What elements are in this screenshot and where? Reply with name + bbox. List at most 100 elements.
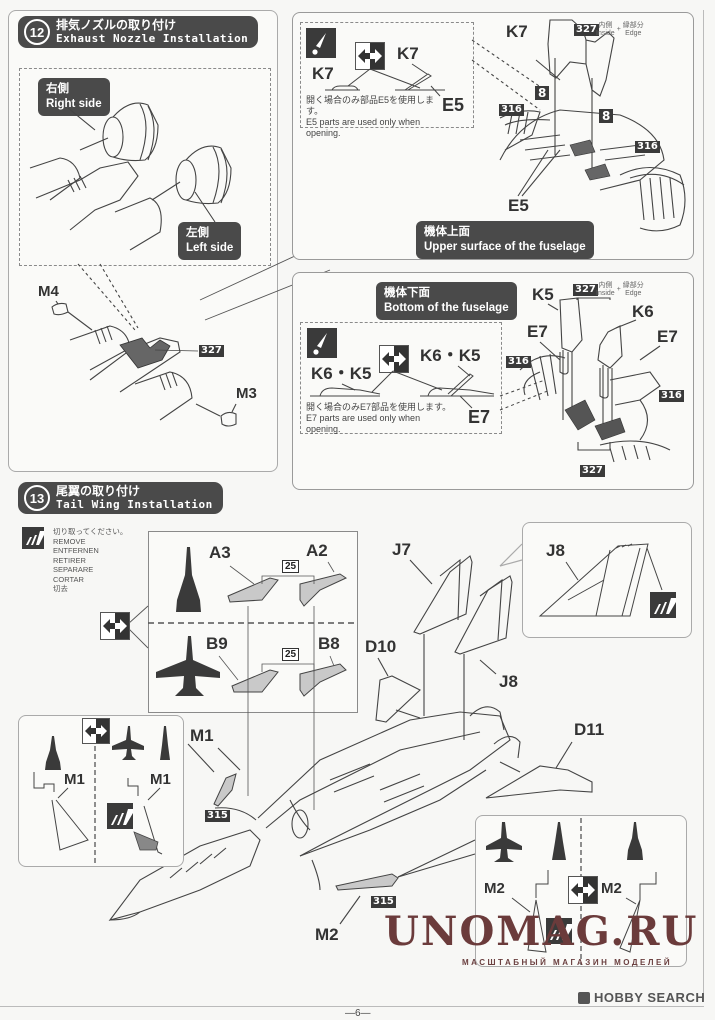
- step13-number: 13: [24, 485, 50, 511]
- left-side-label: 左側 Left side: [178, 222, 242, 260]
- upper-inside-en: Inside: [596, 30, 615, 37]
- code-315-m2: 315: [371, 896, 396, 908]
- remove-icon-m2: [546, 918, 572, 944]
- part-m3-label: M3: [236, 385, 257, 402]
- upper-inside-jp: 内側: [598, 22, 613, 29]
- e5-note-jp: 開く場合のみ部品E5を使用します。: [306, 95, 435, 116]
- nozzle-drawing: [29, 102, 421, 427]
- remove-es: CORTAR: [53, 574, 84, 584]
- right-side-en: Right side: [46, 98, 102, 110]
- remove-de: ENTFERNEN: [53, 546, 99, 555]
- hobby-search-brand: HOBBY SEARCH: [594, 990, 706, 1005]
- e7-left-label: E7: [527, 322, 548, 341]
- a2-label: A2: [306, 541, 328, 560]
- upper-plus: +: [616, 26, 621, 33]
- bottom-fuselage-en: Bottom of the fuselage: [384, 302, 509, 314]
- option-arrows-icon-5: [568, 876, 598, 904]
- e7-note-jp: 開く場合のみE7部品を使用します。: [306, 402, 452, 412]
- color-code-327: 327: [199, 345, 224, 357]
- step13-title-jp: 尾翼の取り付け: [56, 484, 141, 498]
- nozzle-detail-box: [19, 68, 271, 266]
- k7-open-label: K7: [397, 44, 419, 63]
- option-arrows-icon-2: [379, 345, 409, 373]
- k6k5-detail-box: [300, 322, 502, 434]
- part-m4-label: M4: [38, 283, 59, 300]
- upper-code-327: 327: [574, 24, 599, 36]
- bottom-edge-en: Edge: [625, 290, 642, 297]
- remove-legend: 切り取ってください。 REMOVE ENTFERNEN RETIRER SEPA…: [53, 527, 127, 594]
- bottom-inside-jp: 内側: [598, 282, 613, 289]
- bottom-code-316-right: 316: [659, 390, 684, 402]
- remove-jp: 切り取ってください。: [53, 527, 128, 536]
- remove-icon-j8: [650, 592, 676, 618]
- upper-surface-en: Upper surface of the fuselage: [424, 241, 586, 253]
- k6k5-open-label: K6・K5: [420, 346, 481, 365]
- k5-label: K5: [532, 285, 554, 304]
- right-side-jp: 右側: [46, 83, 69, 95]
- bottom-code-327-bottom: 327: [580, 465, 605, 477]
- step13-title-en: Tail Wing Installation: [56, 498, 213, 511]
- remove-it: SEPARARE: [53, 565, 94, 574]
- e7-right-label: E7: [657, 327, 678, 346]
- code-25-bottom: 25: [282, 648, 300, 661]
- remove-zh: 切去: [53, 584, 68, 593]
- m1-main-label: M1: [190, 726, 214, 745]
- upper-code-8b: 8: [599, 109, 614, 123]
- bottom-edge-jp: 縁部分: [622, 282, 644, 289]
- m2-left-label: M2: [484, 880, 505, 897]
- left-side-en: Left side: [186, 242, 234, 254]
- bottom-fuselage-jp: 機体下面: [384, 287, 430, 299]
- b9-label: B9: [206, 634, 228, 653]
- remove-en: REMOVE: [53, 536, 86, 546]
- option-arrows-icon-4: [82, 718, 110, 744]
- code-315-m1: 315: [205, 810, 230, 822]
- caution-icon: [306, 28, 336, 58]
- bottom-plus: +: [616, 286, 621, 293]
- k6-label: K6: [632, 302, 654, 321]
- right-side-label: 右側 Right side: [38, 78, 110, 116]
- k7-closed-label: K7: [312, 64, 334, 83]
- j8-label: J8: [499, 672, 518, 691]
- e5-note-en: E5 parts are used only when opening.: [306, 117, 421, 138]
- m2-main-label: M2: [315, 925, 339, 944]
- watermark: UNOMAG.RU: [384, 908, 699, 955]
- upper-surface-jp: 機体上面: [424, 226, 470, 238]
- b8-label: B8: [318, 634, 340, 653]
- upper-surface-label: 機体上面 Upper surface of the fuselage: [416, 221, 594, 259]
- step12-title-jp: 排気ノズルの取り付け: [56, 18, 177, 32]
- m1-right-label: M1: [150, 771, 171, 788]
- j7-label: J7: [392, 540, 411, 559]
- e7-note-en: E7 parts are used only when opening.: [306, 413, 421, 434]
- d10-label: D10: [365, 637, 397, 656]
- e5-note-label: E5: [442, 95, 465, 115]
- bottom-inside-en: Inside: [596, 290, 615, 297]
- upper-code-8a: 8: [535, 86, 550, 100]
- m2-right-label: M2: [601, 880, 622, 897]
- remove-icon-m1: [107, 803, 133, 829]
- hobby-search-logo-icon: [578, 992, 590, 1004]
- bottom-fuselage-label: 機体下面 Bottom of the fuselage: [376, 282, 517, 320]
- left-side-jp: 左側: [186, 227, 209, 239]
- upper-code-316b: 316: [635, 141, 660, 153]
- upper-code-316a: 316: [499, 104, 524, 116]
- code-25-top: 25: [282, 560, 300, 573]
- remove-icon: [22, 527, 44, 549]
- caution-icon-2: [307, 328, 337, 358]
- step12-title-en: Exhaust Nozzle Installation: [56, 32, 249, 45]
- k7-main-label: K7: [506, 22, 528, 41]
- e5-note: 開く場合のみ部品E5を使用します。 E5 parts are used only…: [306, 95, 434, 139]
- upper-edge-jp: 縁部分: [622, 22, 644, 29]
- step13-banner: 13 尾翼の取り付け Tail Wing Installation: [18, 482, 223, 514]
- e7-note-label: E7: [468, 407, 491, 427]
- watermark-subtitle: МАСШТАБНЫЙ МАГАЗИН МОДЕЛЕЙ: [462, 958, 673, 967]
- upper-edge-en: Edge: [625, 30, 642, 37]
- remove-fr: RETIRER: [53, 555, 86, 565]
